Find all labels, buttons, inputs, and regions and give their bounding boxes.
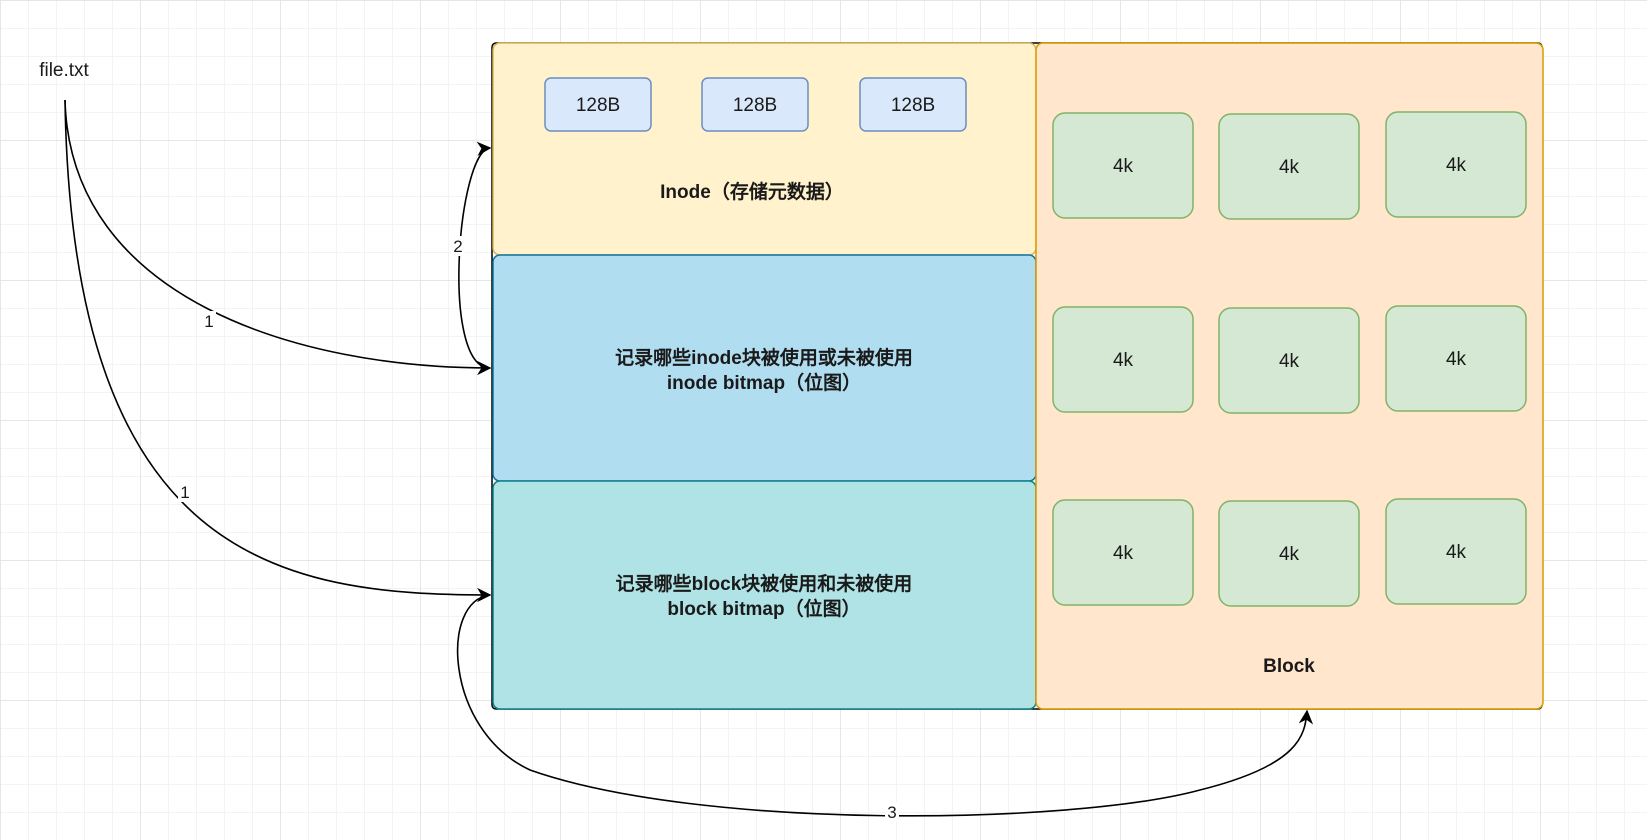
inode-cell-label: 128B bbox=[576, 95, 620, 116]
edge-label-bg bbox=[885, 802, 899, 822]
block-cell-label: 4k bbox=[1446, 349, 1467, 370]
inode-title: Inode（存储元数据） bbox=[660, 180, 844, 203]
inode-bitmap-line2: inode bitmap（位图） bbox=[667, 371, 861, 394]
block-cell-label: 4k bbox=[1279, 157, 1300, 178]
block-cell[interactable] bbox=[1385, 111, 1527, 218]
inode-panel[interactable]: 128B 128B 128B Inode（存储元数据） bbox=[492, 42, 1037, 256]
edge-label: 1 bbox=[204, 312, 213, 331]
edge-file-to-block-bitmap[interactable] bbox=[64, 99, 492, 603]
inode-cell-label: 128B bbox=[733, 95, 777, 116]
block-bitmap-panel[interactable]: 记录哪些block块被使用和未被使用 block bitmap（位图） bbox=[492, 480, 1037, 710]
block-cell[interactable] bbox=[1385, 305, 1527, 412]
inode-cell[interactable] bbox=[859, 77, 967, 132]
edge-label: 2 bbox=[453, 237, 462, 256]
inode-cell[interactable] bbox=[701, 77, 809, 132]
block-bitmap-line1: 记录哪些block块被使用和未被使用 bbox=[616, 572, 913, 595]
block-cell[interactable] bbox=[1052, 112, 1194, 219]
edge-label-bg bbox=[178, 482, 192, 502]
inode-bitmap-line1: 记录哪些inode块被使用或未被使用 bbox=[615, 346, 913, 369]
block-cell[interactable] bbox=[1385, 498, 1527, 605]
edge-label-bg bbox=[202, 311, 216, 331]
block-cell-label: 4k bbox=[1446, 155, 1467, 176]
inode-cell[interactable] bbox=[544, 77, 652, 132]
edge-label-bg bbox=[451, 236, 465, 256]
block-bitmap-line2: block bitmap（位图） bbox=[667, 597, 860, 620]
block-cell-label: 4k bbox=[1113, 543, 1134, 564]
edge-inode-bitmap-to-inode[interactable] bbox=[458, 141, 492, 369]
block-cell[interactable] bbox=[1218, 113, 1360, 220]
block-title: Block bbox=[1263, 656, 1315, 677]
inode-bitmap-panel[interactable]: 记录哪些inode块被使用或未被使用 inode bitmap（位图） bbox=[492, 254, 1037, 482]
block-panel[interactable]: 4k 4k 4k 4k 4k 4k 4k 4k 4k Block bbox=[1035, 42, 1544, 710]
block-cell[interactable] bbox=[1218, 307, 1360, 414]
edge-file-to-inode-bitmap[interactable] bbox=[64, 99, 492, 376]
block-cell-label: 4k bbox=[1446, 542, 1467, 563]
block-cell-label: 4k bbox=[1113, 350, 1134, 371]
edge-label: 3 bbox=[887, 803, 896, 822]
edge-label: 1 bbox=[180, 483, 189, 502]
block-cell-label: 4k bbox=[1279, 544, 1300, 565]
block-cell[interactable] bbox=[1218, 500, 1360, 607]
edge-block-bitmap-to-block[interactable] bbox=[456, 594, 1314, 817]
block-cell[interactable] bbox=[1052, 306, 1194, 413]
block-cell-label: 4k bbox=[1279, 351, 1300, 372]
block-cell-label: 4k bbox=[1113, 156, 1134, 177]
block-cell[interactable] bbox=[1052, 499, 1194, 606]
inode-cell-label: 128B bbox=[891, 95, 935, 116]
file-label: file.txt bbox=[39, 60, 89, 81]
